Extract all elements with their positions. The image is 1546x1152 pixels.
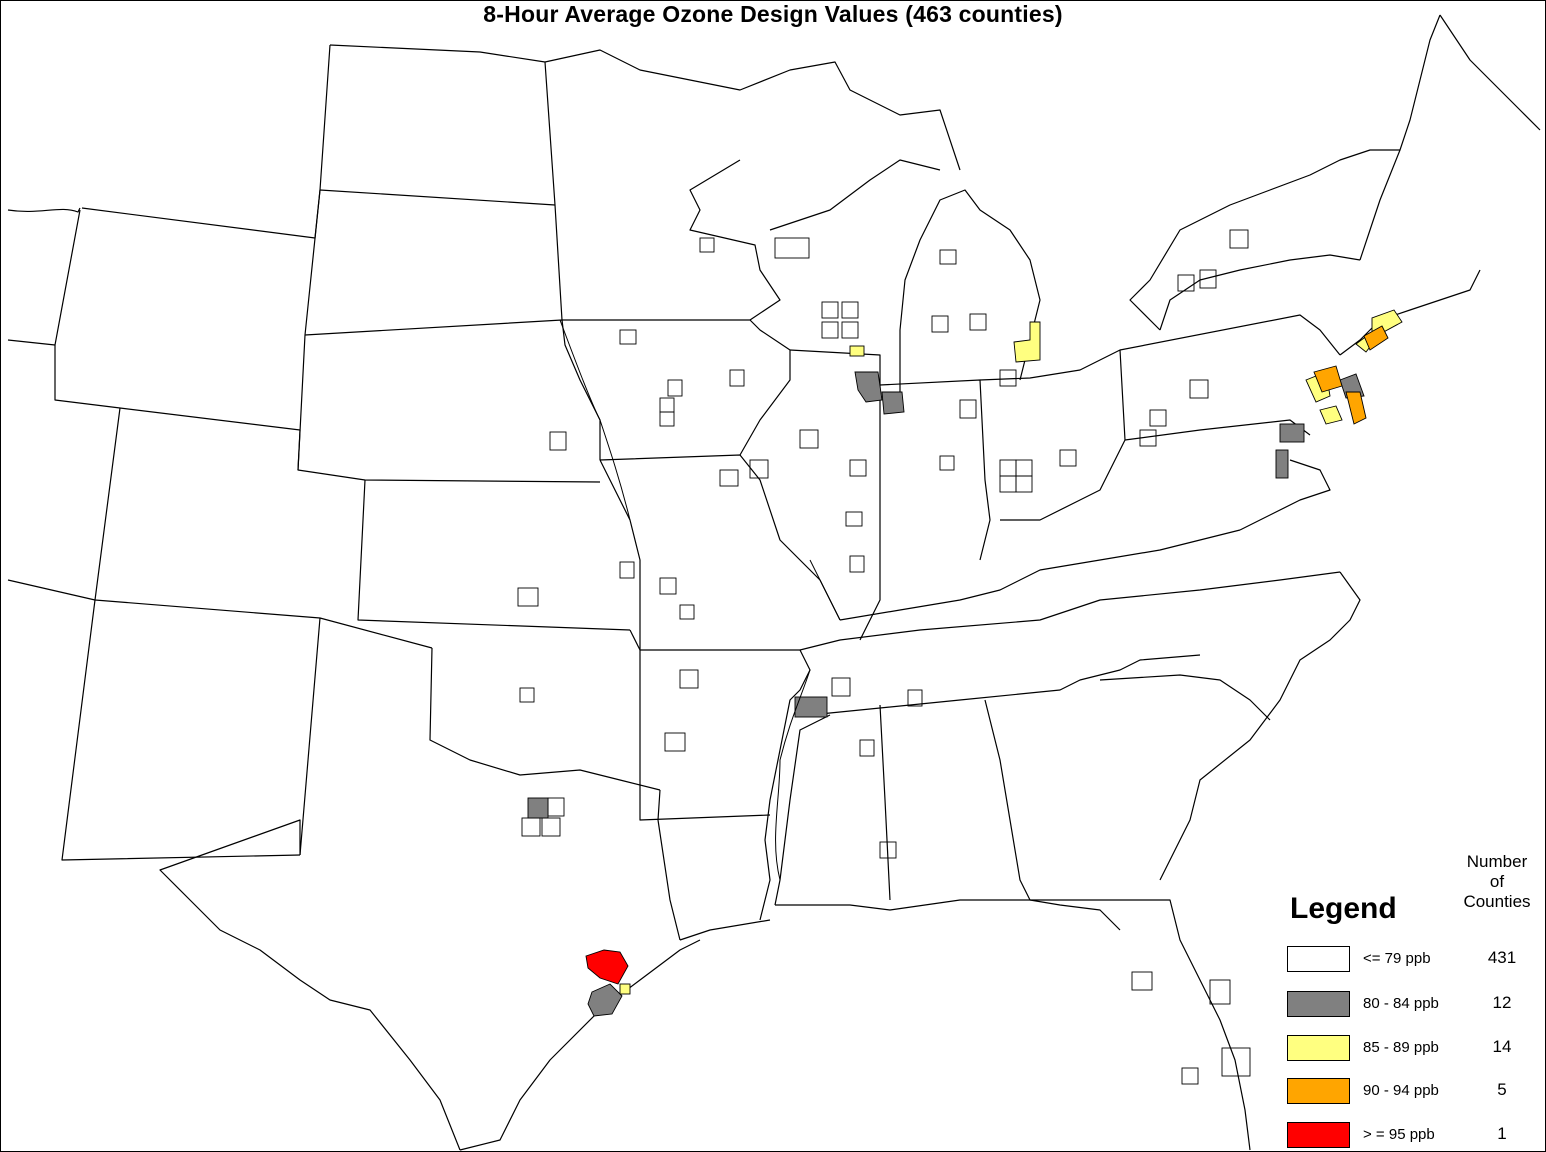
legend-swatch [1287,946,1350,972]
highlighted-counties [527,309,1403,1017]
legend-range-label: 85 - 89 ppb [1363,1039,1439,1056]
county-outlines [517,229,1251,1085]
legend-swatch [1287,1122,1350,1148]
count-header-line: Number [1466,852,1528,871]
map-title: 8-Hour Average Ozone Design Values (463 … [483,1,1063,27]
legend-swatch [1287,1078,1350,1104]
legend-swatch [1287,1035,1350,1061]
legend-count: 1 [1497,1124,1507,1143]
count-header-line: Counties [1463,892,1531,911]
legend-range-label: <= 79 ppb [1363,950,1431,967]
legend-swatch [1287,991,1350,1017]
state-boundaries [7,14,1541,1151]
legend-count: 431 [1487,948,1517,967]
legend-title: Legend [1290,892,1397,925]
legend-range-label: 80 - 84 ppb [1363,995,1439,1012]
legend-count: 5 [1497,1080,1507,1099]
legend-count: 14 [1492,1037,1512,1056]
count-header-line: of [1489,872,1505,891]
legend-range-label: 90 - 94 ppb [1363,1082,1439,1099]
legend-range-label: > = 95 ppb [1363,1126,1435,1143]
legend-count-header: Number of Counties [1452,852,1542,912]
river-lines [559,319,841,881]
legend-count: 12 [1492,993,1512,1012]
